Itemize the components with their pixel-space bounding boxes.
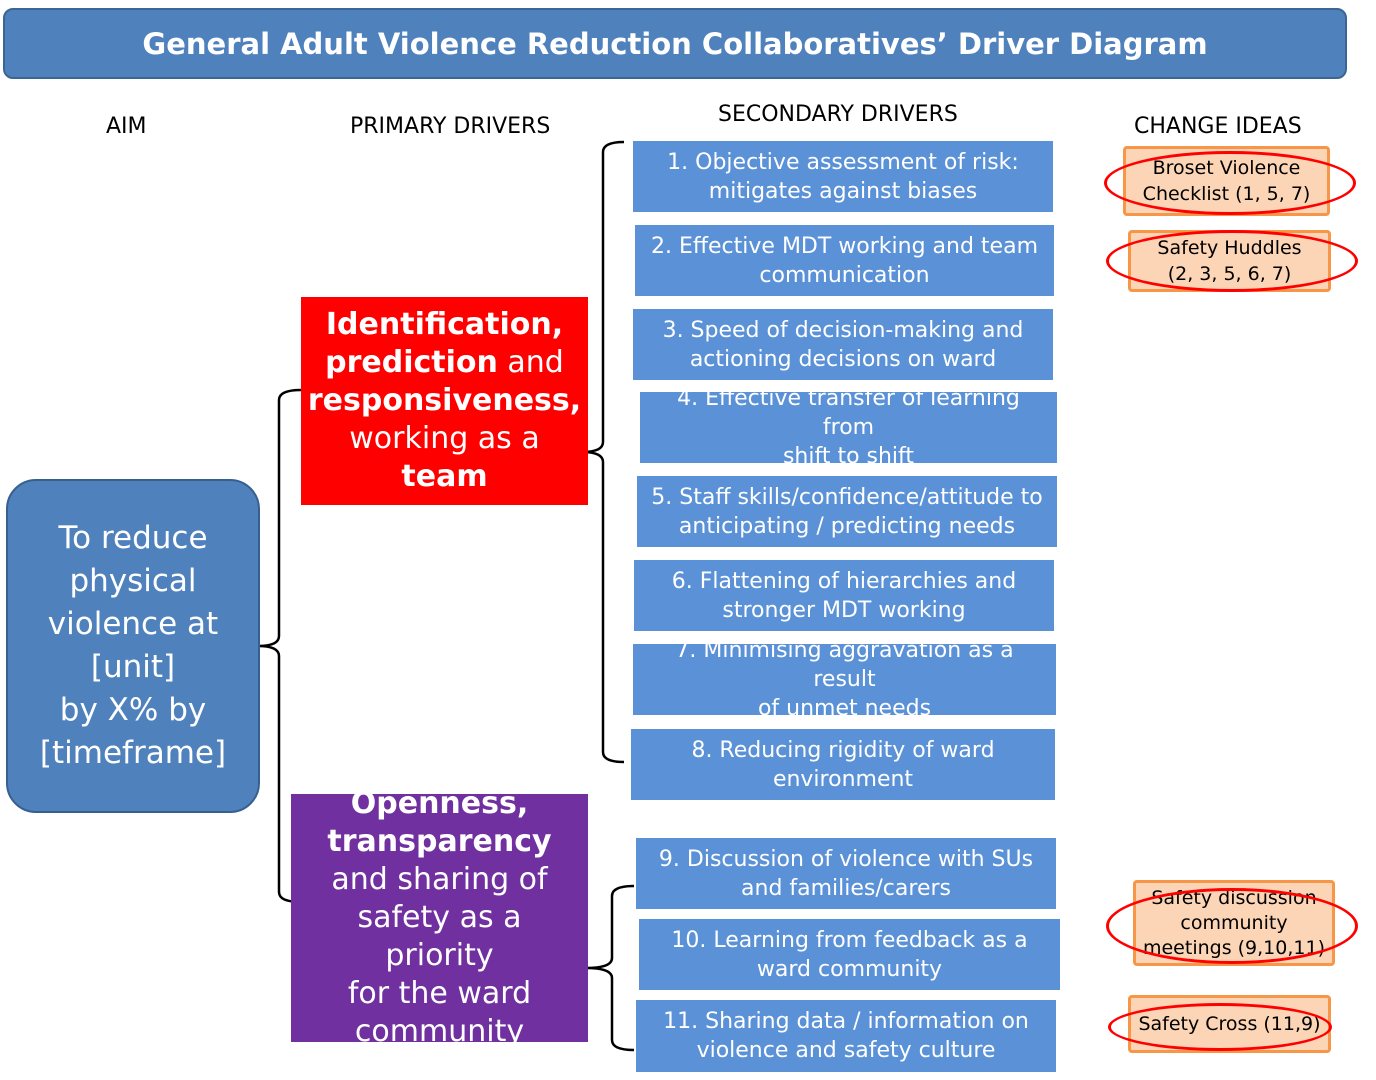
- change-idea-text: Checklist (1, 5, 7): [1142, 183, 1311, 205]
- primary-2-text: for the ward: [347, 976, 532, 1011]
- primary-1-text: team: [401, 459, 488, 494]
- secondary-driver-text: stronger MDT working: [722, 597, 966, 623]
- primary-2-text: and sharing of: [331, 862, 548, 897]
- secondary-driver-text: actioning decisions on ward: [689, 346, 997, 372]
- primary-driver-openness: Openness, transparency and sharing of sa…: [291, 786, 588, 1049]
- primary-1-text: working as a: [349, 421, 540, 456]
- secondary-driver-text: 1. Objective assessment of risk:: [667, 149, 1019, 175]
- change-idea-safety-discussion: Safety discussion community meetings (9,…: [1133, 880, 1335, 966]
- secondary-driver-text: anticipating / predicting needs: [678, 513, 1016, 539]
- secondary-driver-text: communication: [759, 262, 930, 288]
- aim-box: To reduce physical violence at [unit] by…: [6, 479, 260, 813]
- primary-2-text: community: [354, 1014, 525, 1049]
- secondary-driver-6: 6. Flattening of hierarchies and stronge…: [634, 560, 1054, 631]
- change-idea-text: meetings (9,10,11): [1142, 936, 1325, 959]
- secondary-driver-8: 8. Reducing rigidity of ward environment: [631, 729, 1055, 800]
- aim-line: To reduce: [58, 520, 208, 556]
- primary-1-text: Identification,: [325, 307, 564, 342]
- secondary-driver-text: mitigates against biases: [708, 178, 978, 204]
- change-idea-text: Broset Violence: [1152, 157, 1301, 179]
- header-secondary-drivers: SECONDARY DRIVERS: [718, 102, 958, 127]
- change-idea-safety-cross: Safety Cross (11,9): [1128, 995, 1331, 1053]
- secondary-driver-text: of unmet needs: [757, 696, 932, 721]
- primary-driver-identification: Identification, prediction and responsiv…: [301, 297, 588, 505]
- header-change-ideas: CHANGE IDEAS: [1134, 114, 1302, 139]
- primary-2-text: Openness,: [350, 786, 529, 821]
- secondary-driver-text: 9. Discussion of violence with SUs: [658, 846, 1034, 872]
- secondary-driver-text: and families/carers: [741, 875, 951, 901]
- secondary-driver-5: 5. Staff skills/confidence/attitude to a…: [637, 476, 1057, 547]
- primary-2-bracket: [585, 884, 635, 1052]
- header-primary-drivers: PRIMARY DRIVERS: [350, 114, 551, 139]
- secondary-driver-text: 11. Sharing data / information on: [663, 1009, 1029, 1034]
- secondary-driver-11: 11. Sharing data / information on violen…: [636, 1000, 1056, 1072]
- secondary-driver-2: 2. Effective MDT working and team commun…: [635, 225, 1054, 296]
- change-idea-text: Safety discussion: [1151, 886, 1317, 909]
- primary-2-text: transparency: [327, 824, 552, 859]
- secondary-driver-4: 4. Effective transfer of learning from s…: [640, 386, 1057, 469]
- aim-line: [unit]: [90, 649, 176, 685]
- primary-1-text: prediction: [325, 345, 498, 380]
- change-idea-text: community: [1180, 911, 1288, 934]
- primary-1-text: responsiveness,: [307, 383, 582, 418]
- header-aim: AIM: [106, 114, 147, 139]
- secondary-driver-text: environment: [772, 766, 914, 792]
- primary-2-text: safety as a priority: [357, 900, 522, 973]
- change-idea-text: Safety Huddles: [1157, 237, 1302, 259]
- secondary-driver-text: 5. Staff skills/confidence/attitude to: [651, 484, 1043, 510]
- secondary-driver-text: 7. Minimising aggravation as a result: [675, 638, 1014, 692]
- secondary-driver-text: shift to shift: [782, 444, 915, 469]
- change-idea-broset: Broset Violence Checklist (1, 5, 7): [1123, 146, 1330, 216]
- secondary-driver-1: 1. Objective assessment of risk: mitigat…: [633, 141, 1053, 212]
- primary-1-bracket: [581, 140, 625, 764]
- change-idea-text: Safety Cross (11,9): [1138, 1013, 1321, 1035]
- secondary-driver-text: 2. Effective MDT working and team: [650, 233, 1039, 259]
- change-idea-safety-huddles: Safety Huddles (2, 3, 5, 6, 7): [1128, 230, 1331, 292]
- change-idea-text: (2, 3, 5, 6, 7): [1167, 263, 1292, 285]
- secondary-driver-text: 3. Speed of decision-making and: [662, 317, 1024, 343]
- primary-1-text: and: [497, 345, 564, 380]
- diagram-title: General Adult Violence Reduction Collabo…: [3, 8, 1347, 79]
- secondary-driver-text: 6. Flattening of hierarchies and: [671, 568, 1017, 594]
- aim-line: violence at: [47, 606, 219, 642]
- secondary-driver-text: ward community: [756, 956, 943, 982]
- secondary-driver-text: 4. Effective transfer of learning from: [677, 386, 1020, 440]
- secondary-driver-10: 10. Learning from feedback as a ward com…: [639, 919, 1060, 990]
- secondary-driver-text: violence and safety culture: [696, 1038, 996, 1063]
- aim-line: by X% by: [59, 692, 207, 728]
- secondary-driver-text: 8. Reducing rigidity of ward: [691, 737, 995, 763]
- secondary-driver-9: 9. Discussion of violence with SUs and f…: [636, 838, 1056, 909]
- secondary-driver-text: 10. Learning from feedback as a: [671, 927, 1028, 953]
- secondary-driver-7: 7. Minimising aggravation as a result of…: [633, 638, 1056, 721]
- aim-line: [timeframe]: [39, 735, 227, 771]
- aim-line: physical: [69, 563, 197, 599]
- secondary-driver-3: 3. Speed of decision-making and actionin…: [633, 309, 1053, 380]
